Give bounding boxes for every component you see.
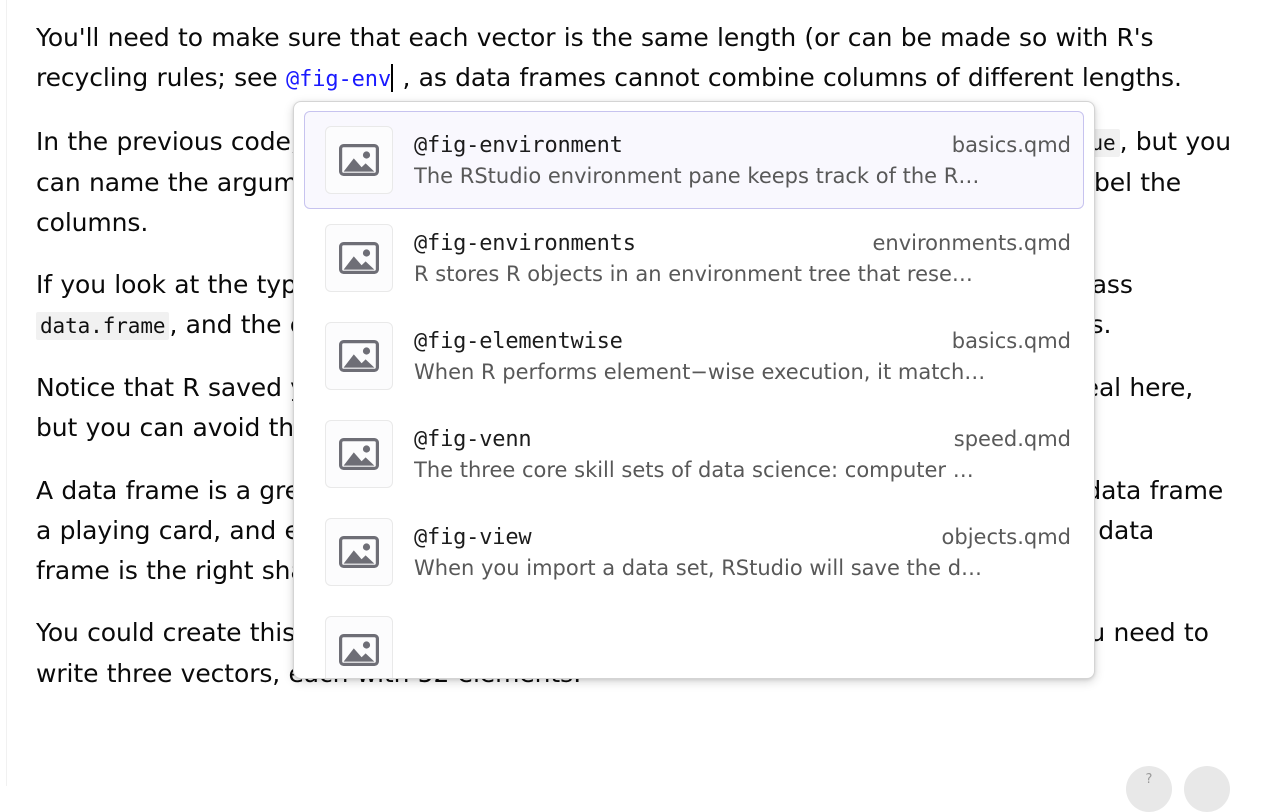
completion-item-header: @fig-environments environments.qmd — [414, 231, 1071, 256]
completion-item[interactable]: @fig-environments environments.qmd R store… — [304, 209, 1084, 307]
p1-text-after: , as data frames cannot combine columns … — [394, 63, 1182, 92]
completion-item-file: basics.qmd — [951, 328, 1071, 353]
image-placeholder-icon — [325, 518, 393, 586]
completion-item-id: @fig-environments — [414, 230, 636, 256]
cross-reference-token[interactable]: @fig-env — [285, 67, 392, 92]
help-fab-glyph: ? — [1145, 772, 1153, 787]
completion-item-header: @fig-environment basics.qmd — [414, 133, 1071, 158]
settings-fab[interactable] — [1184, 766, 1230, 812]
completion-item-header: @fig-venn speed.qmd — [414, 427, 1071, 452]
completion-item-description: R stores R objects in an environment tre… — [414, 261, 973, 286]
completion-item-description: When R performs element−wise execution, … — [414, 359, 986, 384]
inline-code-data-frame: data.frame — [36, 312, 170, 340]
image-placeholder-icon — [325, 616, 393, 678]
completion-item-description: When you import a data set, RStudio will… — [414, 555, 983, 580]
p1-text-before: You'll need to make sure that each vecto… — [36, 23, 1154, 52]
editor-gutter-line — [6, 0, 7, 786]
completion-item-description: The three core skill sets of data scienc… — [414, 457, 974, 482]
image-placeholder-icon — [325, 224, 393, 292]
completion-item-file: basics.qmd — [951, 132, 1071, 157]
completion-item-header: @fig-elementwise basics.qmd — [414, 329, 1071, 354]
completion-item-file: objects.qmd — [941, 524, 1071, 549]
completion-item-id: @fig-view — [414, 524, 532, 550]
completion-item-id: @fig-venn — [414, 426, 532, 452]
completion-item-header: @fig-view objects.qmd — [414, 525, 1071, 550]
p1-text-lead: recycling rules; see — [36, 63, 286, 92]
text-caret — [391, 64, 394, 92]
help-fab[interactable]: ? — [1126, 766, 1172, 812]
completion-item-file: speed.qmd — [953, 426, 1071, 451]
completion-item-id: @fig-elementwise — [414, 328, 623, 354]
image-placeholder-icon — [325, 322, 393, 390]
completion-item-id: @fig-environment — [414, 132, 623, 158]
completion-item-description: The RStudio environment pane keeps track… — [414, 163, 980, 188]
completion-item[interactable] — [304, 601, 1084, 678]
completion-item-file: environments.qmd — [872, 230, 1071, 255]
completion-item-text: @fig-environments environments.qmd R store… — [414, 231, 1071, 286]
image-placeholder-icon — [325, 420, 393, 488]
image-placeholder-icon — [325, 126, 393, 194]
paragraph-1[interactable]: You'll need to make sure that each vecto… — [36, 18, 1232, 100]
completion-item-text — [414, 647, 1071, 653]
